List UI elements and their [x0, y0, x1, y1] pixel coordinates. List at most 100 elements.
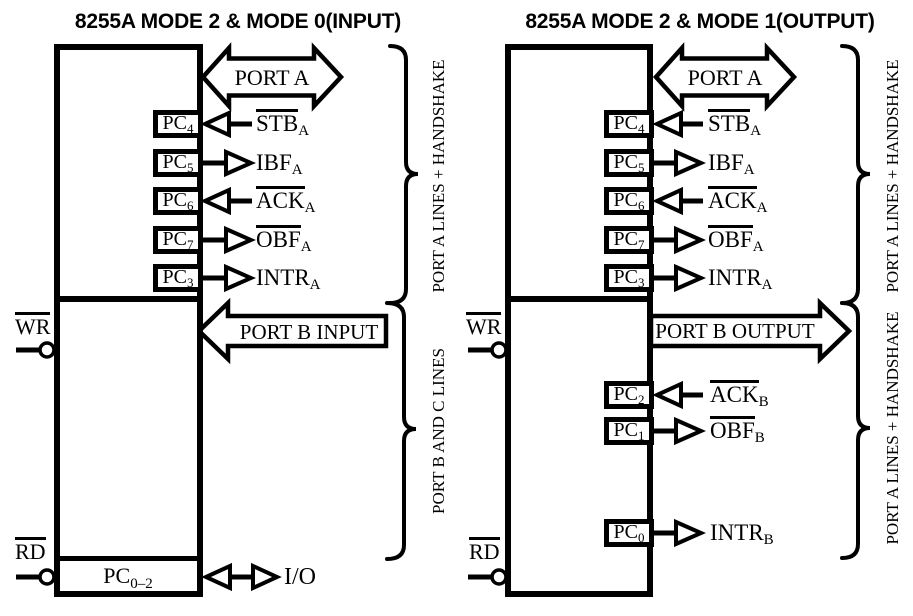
- pc-label: PC: [162, 112, 187, 134]
- right-ack-a-label: ACKA: [708, 186, 767, 223]
- right-pc4-connector: [652, 109, 703, 139]
- left-pc5-connector: [203, 148, 256, 178]
- left-port-a-arrow-label: PORT A: [234, 65, 310, 90]
- signal-subscript: A: [761, 277, 773, 293]
- pc-label: PC: [613, 189, 638, 211]
- left-port-b-arrow-label: PORT B INPUT: [239, 320, 379, 344]
- right-port-a-brace: [840, 44, 871, 305]
- pin-name: RD: [469, 537, 500, 564]
- right-wr-pin: [468, 341, 508, 359]
- left-obf-a-label: OBFA: [256, 225, 312, 262]
- right-intr-a-label: INTRA: [708, 263, 773, 300]
- pc-subscript: 7: [186, 237, 194, 252]
- right-diagram-title: 8255A MODE 2 & MODE 1(OUTPUT): [525, 10, 875, 33]
- right-pc4-box: PC4: [604, 110, 654, 138]
- left-pc6-connector: [200, 186, 252, 216]
- pc-label: PC: [613, 521, 638, 543]
- right-pc7-box: PC7: [604, 226, 654, 254]
- right-pc3-box: PC3: [604, 264, 654, 292]
- right-pc6-connector: [652, 186, 703, 216]
- pc-subscript: 5: [186, 160, 194, 175]
- pc-subscript: 0: [637, 530, 645, 545]
- signal-name: ACK: [708, 186, 757, 213]
- pc-label: PC: [613, 112, 638, 134]
- left-port-b-input-arrow: [195, 297, 389, 365]
- right-pc3-connector: [653, 263, 706, 293]
- signal-subscript: A: [750, 123, 762, 139]
- right-port-b-brace-label: PORT A LINES + HANDSHAKE: [883, 311, 902, 545]
- signal-name: IBF: [256, 150, 292, 175]
- right-pc1-connector: [653, 416, 706, 446]
- signal-name: IBF: [708, 150, 744, 175]
- pc-subscript: 4: [637, 121, 645, 136]
- pc-label: PC: [613, 151, 638, 173]
- left-port-a-brace: [388, 44, 419, 305]
- left-stb-a-label: STBA: [256, 109, 309, 146]
- right-pc0-box: PC0: [604, 519, 654, 547]
- right-port-a-arrow: [652, 42, 798, 112]
- left-ibf-a-label: IBFA: [256, 148, 303, 185]
- right-pc0-connector: [653, 518, 706, 548]
- left-port-a-brace-label: PORT A LINES + HANDSHAKE: [429, 59, 448, 293]
- right-ibf-a-label: IBFA: [708, 148, 755, 185]
- pc-subscript: 4: [186, 121, 194, 136]
- signal-subscript: A: [743, 162, 755, 178]
- left-rd-pin: [16, 568, 56, 586]
- signal-name: OBF: [708, 225, 753, 252]
- right-pc5-connector: [653, 148, 706, 178]
- signal-subscript: B: [754, 430, 765, 446]
- left-port-b-brace: [385, 301, 417, 561]
- right-obf-b-label: OBFB: [710, 416, 765, 453]
- left-wr-label: WR: [15, 312, 51, 340]
- left-pc6-box: PC6: [153, 187, 203, 215]
- pc-label: PC: [103, 563, 131, 588]
- left-pc7-box: PC7: [153, 226, 203, 254]
- signal-name: OBF: [256, 225, 301, 252]
- right-port-b-arrow-label: PORT B OUTPUT: [655, 319, 815, 343]
- left-port-b-brace-label: PORT B AND C LINES: [429, 348, 448, 514]
- pc-subscript: 7: [637, 237, 645, 252]
- left-io-arrow: [201, 562, 282, 592]
- pc-subscript: 1: [637, 428, 645, 443]
- signal-name: INTR: [708, 265, 762, 290]
- signal-name: INTR: [710, 520, 764, 545]
- right-port-b-output-arrow: [648, 297, 853, 365]
- signal-name: INTR: [256, 265, 310, 290]
- left-rd-label: RD: [15, 537, 46, 565]
- pc-label: PC: [162, 189, 187, 211]
- pc-label: PC: [613, 266, 638, 288]
- left-wr-pin: [16, 341, 56, 359]
- signal-subscript: A: [300, 239, 312, 255]
- signal-subscript: B: [758, 394, 769, 410]
- left-pc7-connector: [203, 225, 256, 255]
- signal-name: OBF: [710, 416, 755, 443]
- signal-subscript: A: [304, 200, 316, 216]
- right-port-a-brace-label: PORT A LINES + HANDSHAKE: [883, 59, 902, 293]
- left-intr-a-label: INTRA: [256, 263, 321, 300]
- left-pc3-connector: [203, 263, 256, 293]
- signal-name: ACK: [710, 380, 759, 407]
- right-intr-b-label: INTRB: [710, 518, 774, 555]
- right-pc2-box: PC2: [604, 381, 654, 409]
- right-obf-a-label: OBFA: [708, 225, 764, 262]
- left-pc-strip-label: PC0–2: [88, 561, 168, 599]
- left-io-label: I/O: [284, 564, 316, 590]
- right-rd-label: RD: [469, 537, 500, 565]
- pc-label: PC: [162, 228, 187, 250]
- right-pc1-box: PC1: [604, 417, 654, 445]
- pc-subscript: 3: [637, 275, 645, 290]
- left-ack-a-label: ACKA: [256, 186, 315, 223]
- pc-subscript: 6: [637, 198, 645, 213]
- left-port-a-arrow: [199, 42, 345, 112]
- signal-name: ACK: [256, 186, 305, 213]
- pin-name: RD: [15, 537, 46, 564]
- signal-subscript: A: [309, 277, 321, 293]
- right-stb-a-label: STBA: [708, 109, 761, 146]
- pc-subscript: 3: [186, 275, 194, 290]
- pin-name: WR: [466, 312, 502, 339]
- pc-label: PC: [613, 228, 638, 250]
- signal-subscript: A: [298, 123, 310, 139]
- signal-subscript: A: [291, 162, 303, 178]
